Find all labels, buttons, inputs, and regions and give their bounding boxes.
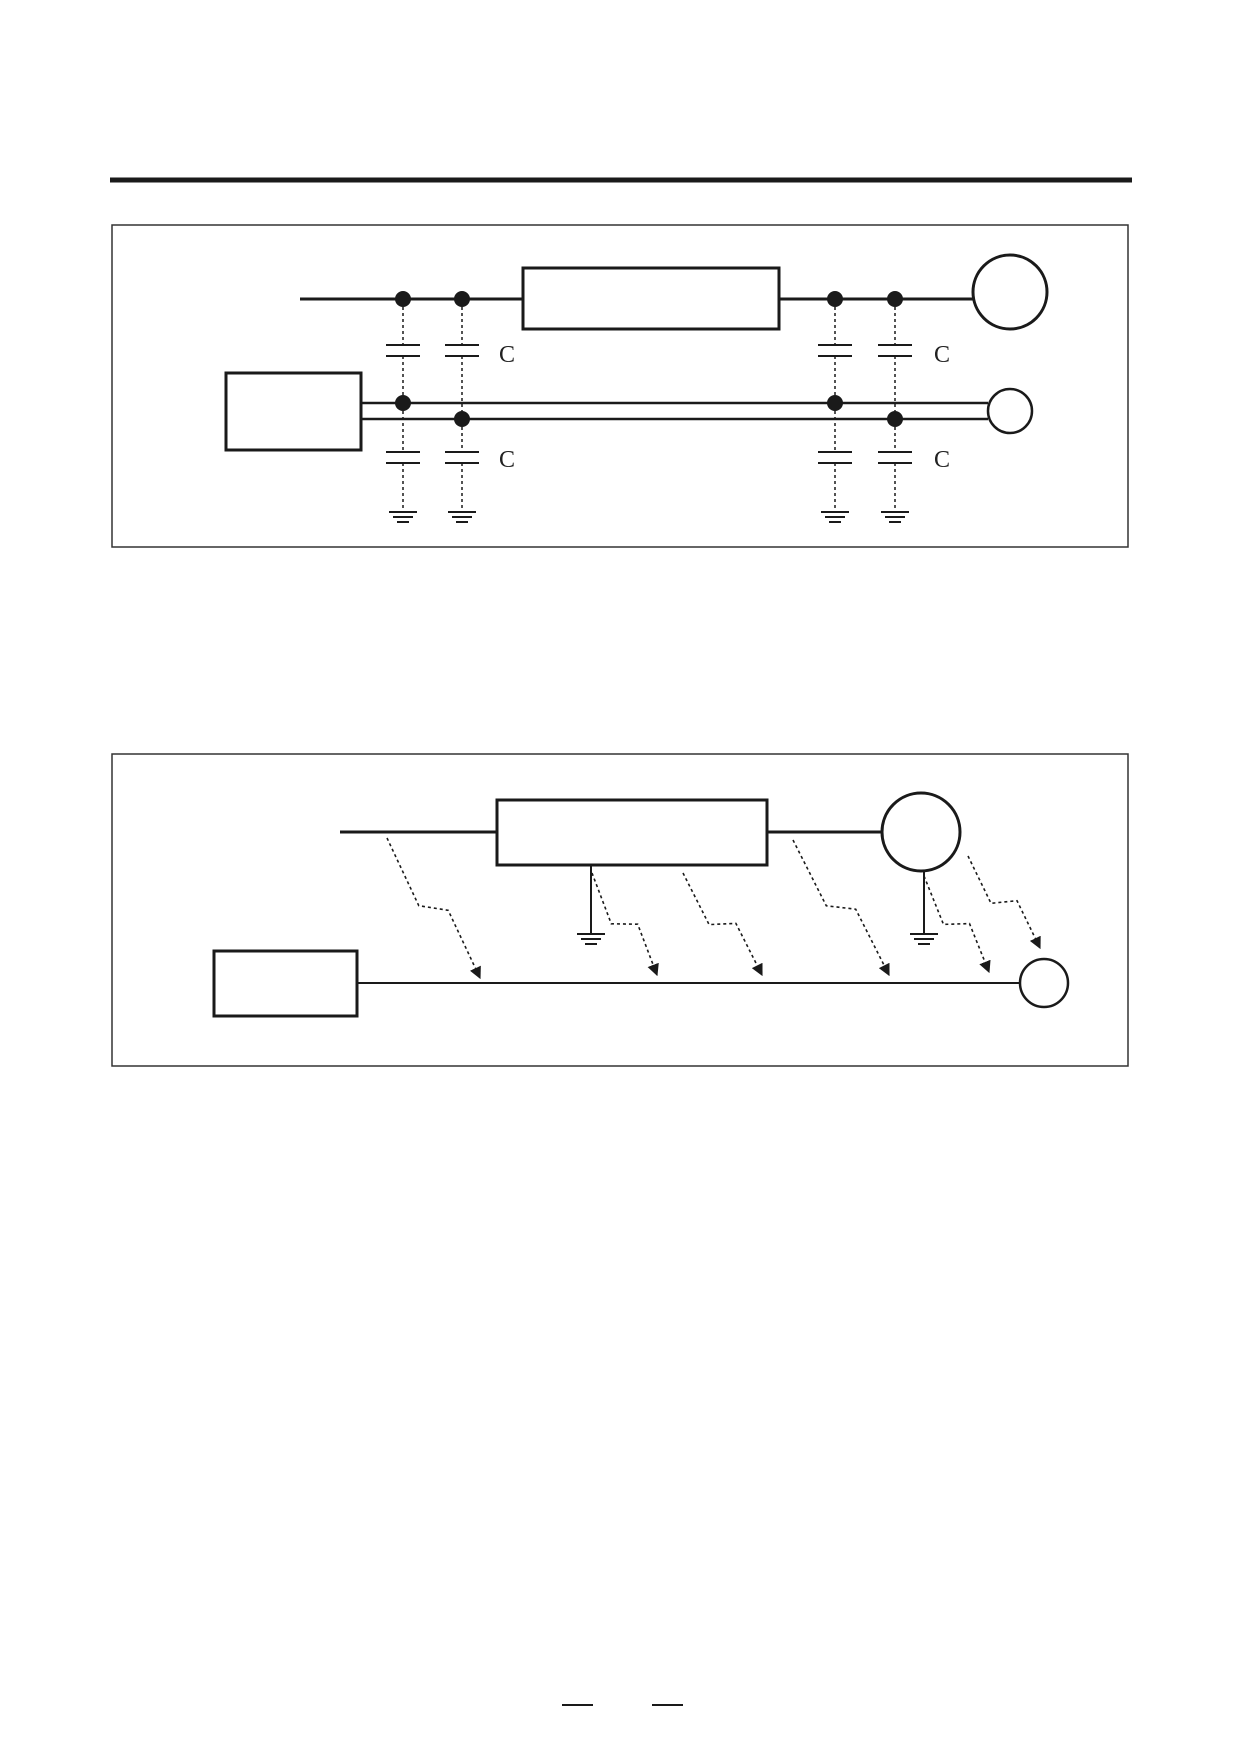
capacitor-label: C bbox=[934, 342, 950, 368]
sensor-circle bbox=[1018, 957, 1070, 1009]
ground-icon bbox=[910, 933, 938, 945]
junction-dot bbox=[827, 291, 843, 307]
capacitor-label: C bbox=[934, 447, 950, 473]
signal-device-box bbox=[212, 949, 359, 1018]
power-device-box bbox=[521, 266, 781, 331]
junction-dot bbox=[395, 395, 411, 411]
signal-device-box bbox=[224, 371, 363, 452]
motor-circle bbox=[971, 253, 1049, 331]
capacitor-chain bbox=[818, 291, 852, 523]
motor-circle bbox=[880, 791, 962, 873]
sensor-circle bbox=[986, 387, 1034, 435]
stray-capacitor-chains bbox=[386, 291, 912, 523]
ground-icon bbox=[448, 511, 476, 523]
figure-radiated-noise bbox=[111, 753, 1129, 1067]
noise-arrow bbox=[923, 875, 991, 974]
junction-dot bbox=[395, 291, 411, 307]
radiated-noise-arrows bbox=[386, 837, 1041, 980]
noise-arrow bbox=[792, 839, 890, 977]
figure-capacitive-coupling: C C C C bbox=[111, 224, 1129, 548]
figure1-frame bbox=[111, 224, 1129, 548]
ground-icon bbox=[577, 933, 605, 945]
capacitor-label: C bbox=[499, 342, 515, 368]
junction-dot bbox=[887, 411, 903, 427]
figure2-frame bbox=[111, 753, 1129, 1067]
noise-arrow bbox=[682, 872, 763, 977]
capacitor-chain bbox=[445, 291, 479, 523]
junction-dot bbox=[827, 395, 843, 411]
ground-icon bbox=[389, 511, 417, 523]
capacitor-chain bbox=[878, 291, 912, 523]
junction-dot bbox=[454, 411, 470, 427]
junction-dot bbox=[887, 291, 903, 307]
ground-icon bbox=[821, 511, 849, 523]
junction-dot bbox=[454, 291, 470, 307]
ground-icon bbox=[881, 511, 909, 523]
power-device-box bbox=[495, 798, 769, 867]
capacitor-chain bbox=[386, 291, 420, 523]
capacitor-label: C bbox=[499, 447, 515, 473]
noise-arrow bbox=[591, 872, 659, 977]
noise-arrow bbox=[386, 837, 481, 980]
noise-arrow bbox=[967, 855, 1041, 950]
ground-symbols bbox=[577, 933, 938, 945]
